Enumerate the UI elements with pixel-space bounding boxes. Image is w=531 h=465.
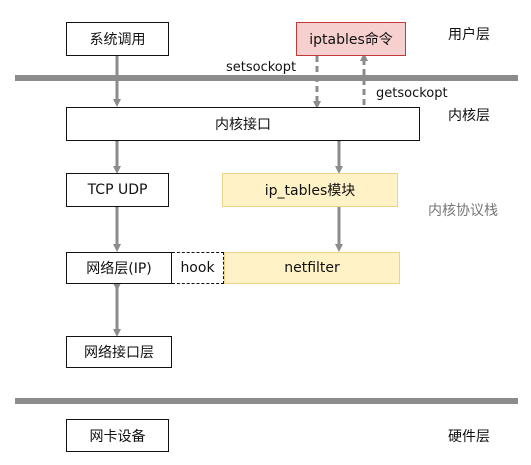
kernel-stack-label: 内核协议栈 xyxy=(428,203,498,219)
getsockopt-label: getsockopt xyxy=(376,86,448,101)
kernel-interface-box: 内核接口 xyxy=(66,107,420,141)
setsockopt-label: setsockopt xyxy=(226,60,297,75)
kernel-layer-label: 内核层 xyxy=(448,108,490,124)
link-layer-box: 网络接口层 xyxy=(66,336,172,368)
hook-box: hook xyxy=(172,252,224,284)
network-layer-box: 网络层(IP) xyxy=(66,252,172,284)
kernel-hardware-separator xyxy=(15,398,518,404)
tcp-udp-box: TCP UDP xyxy=(66,173,169,207)
user-layer-label: 用户层 xyxy=(448,27,490,43)
nic-box: 网卡设备 xyxy=(66,419,169,452)
user-kernel-separator xyxy=(15,75,518,81)
netfilter-box: netfilter xyxy=(224,252,400,284)
syscall-box: 系统调用 xyxy=(66,22,169,56)
iptables-command-box: iptables命令 xyxy=(296,22,406,56)
hardware-layer-label: 硬件层 xyxy=(448,429,490,445)
ip-tables-module-box: ip_tables模块 xyxy=(222,173,398,207)
